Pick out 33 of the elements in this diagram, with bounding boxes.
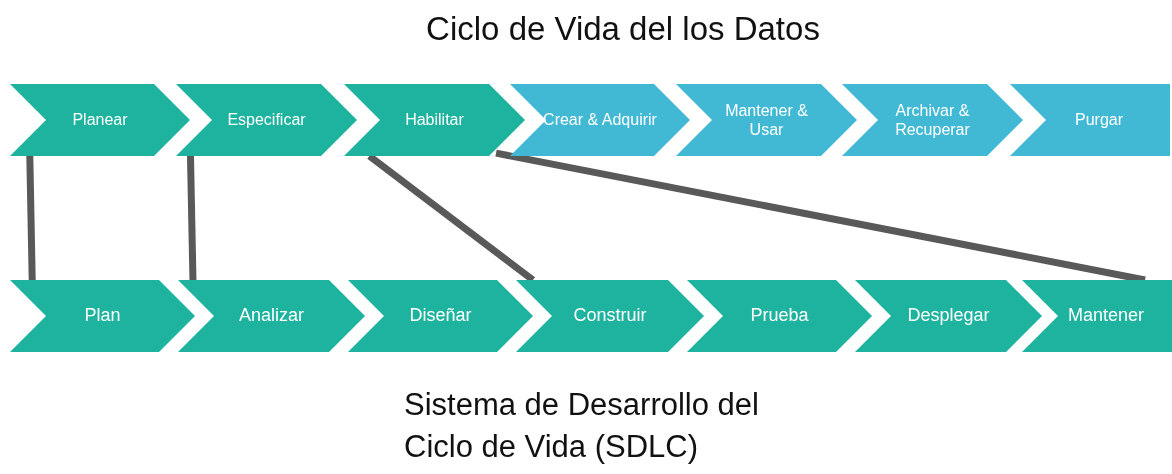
step-label: Plan — [84, 305, 121, 327]
chevron-step — [687, 280, 872, 352]
chevron-step — [676, 84, 857, 156]
step-label: Purgar — [1074, 110, 1123, 130]
step-label: Construir — [573, 305, 647, 327]
diagram-title: Ciclo de Vida del los Datos — [425, 10, 821, 48]
chevron-step — [10, 280, 195, 352]
chevron-step — [176, 84, 357, 156]
step-label: Mantener & Usar — [724, 100, 809, 140]
diagram-caption: Sistema de Desarrollo del Ciclo de Vida (SDLC) — [404, 386, 760, 466]
chevron-step — [10, 84, 190, 156]
chevron-step — [178, 280, 365, 352]
chevron-step — [842, 84, 1023, 156]
step-label: Analizar — [239, 305, 304, 327]
chevron-step — [855, 280, 1042, 352]
chevron-step — [510, 84, 690, 156]
step-label: Crear & Adquirir — [543, 110, 657, 130]
step-label: Mantener — [1066, 305, 1144, 327]
step-label: Archivar & Recuperar — [894, 100, 971, 140]
step-label: Prueba — [750, 305, 809, 327]
chevron-step — [1010, 84, 1170, 156]
connector-line — [187, 155, 197, 281]
step-label: Desplegar — [907, 305, 990, 327]
chevron-step — [344, 84, 525, 156]
step-label: Especificar — [227, 110, 306, 130]
chevron-step — [516, 280, 704, 352]
chevron-step — [348, 280, 533, 352]
connector-line — [367, 153, 536, 283]
chevron-step — [1022, 280, 1172, 352]
step-label: Planear — [72, 110, 128, 130]
connector-line — [26, 155, 36, 281]
step-label: Diseñar — [409, 305, 472, 327]
step-label: Habilitar — [405, 110, 464, 130]
